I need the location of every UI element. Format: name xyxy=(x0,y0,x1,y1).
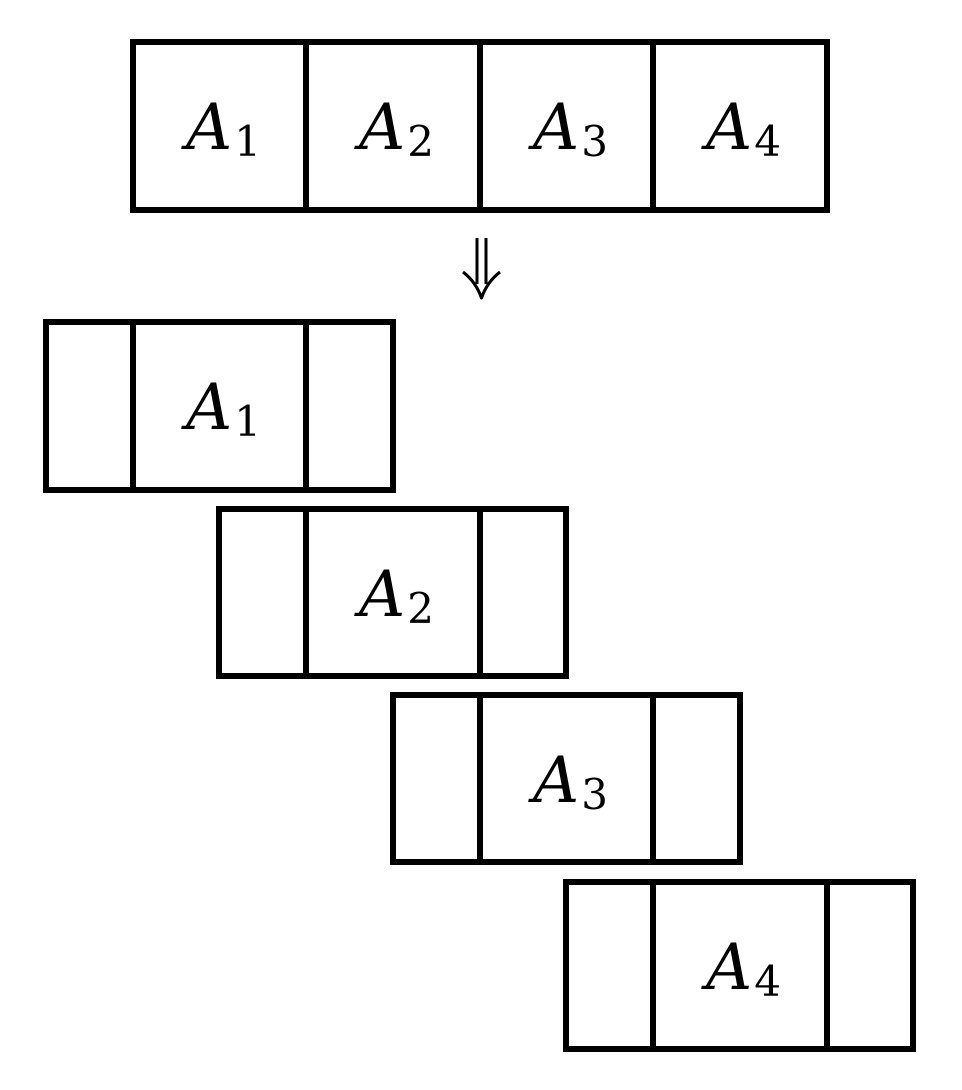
block-index: 2 xyxy=(407,584,434,633)
distributed-block-4: A4 xyxy=(563,879,916,1052)
block-frame xyxy=(563,879,916,1052)
block-label-2: A2 xyxy=(354,558,434,633)
top-cell-index: 1 xyxy=(234,117,261,166)
top-cell-index: 3 xyxy=(581,117,608,166)
top-cell-index: 2 xyxy=(407,117,434,166)
top-cell-letter: A xyxy=(701,91,752,165)
double-down-arrow-icon xyxy=(462,238,501,300)
top-cell-label-1: A1 xyxy=(181,91,261,166)
top-cell-letter: A xyxy=(181,91,232,165)
block-index: 1 xyxy=(234,397,261,446)
distributed-block-3: A3 xyxy=(390,692,743,865)
block-letter: A xyxy=(181,371,232,445)
top-cell-label-2: A2 xyxy=(354,91,434,166)
block-frame xyxy=(390,692,743,865)
top-cell-label-3: A3 xyxy=(528,91,608,166)
top-cell-index: 4 xyxy=(754,117,781,166)
distributed-block-1: A1 xyxy=(43,319,396,493)
block-index: 4 xyxy=(754,957,781,1006)
block-label-4: A4 xyxy=(701,931,781,1006)
top-cell-label-4: A4 xyxy=(701,91,781,166)
block-label-1: A1 xyxy=(181,371,261,446)
block-letter: A xyxy=(701,931,752,1005)
block-label-3: A3 xyxy=(528,744,608,819)
top-cell-letter: A xyxy=(528,91,579,165)
distributed-block-2: A2 xyxy=(216,506,569,679)
block-frame xyxy=(216,506,569,679)
block-letter: A xyxy=(354,558,405,632)
top-array: A1 A2 A3 A4 xyxy=(130,39,830,213)
block-frame xyxy=(43,319,396,493)
block-letter: A xyxy=(528,744,579,818)
top-cell-letter: A xyxy=(354,91,405,165)
block-index: 3 xyxy=(581,770,608,819)
